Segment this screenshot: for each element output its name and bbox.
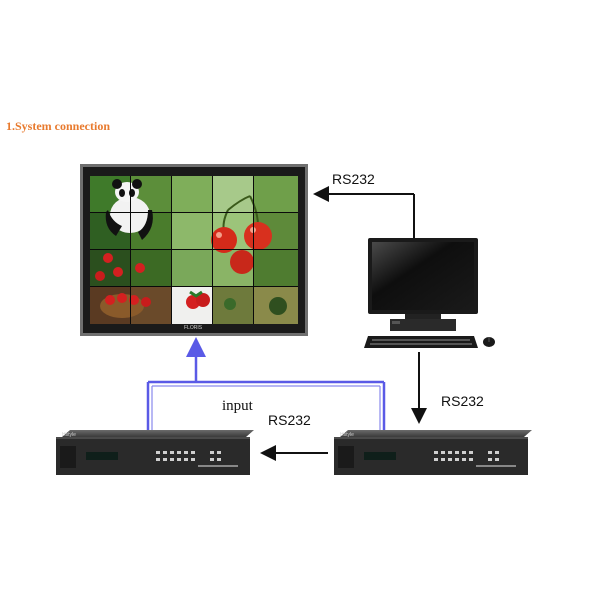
mouse-icon	[483, 337, 495, 347]
rs232-label-right: RS232	[441, 393, 484, 409]
input-cable	[146, 337, 386, 430]
device-brand-right: Hstyle	[340, 432, 354, 438]
strawberries-image	[95, 253, 287, 318]
keyboard-icon	[364, 336, 478, 348]
input-label: input	[222, 398, 253, 414]
monitor-caption: FLORIS	[184, 325, 203, 331]
pc-monitor-icon	[368, 238, 478, 331]
video-wall-grid	[90, 176, 298, 324]
matrix-switcher-left	[56, 430, 254, 475]
video-wall-monitor	[80, 164, 308, 336]
rs232-arrow-pc-to-monitor	[313, 186, 415, 238]
cherries-image	[211, 195, 272, 274]
matrix-switcher-right	[334, 430, 532, 475]
rs232-label-middle: RS232	[268, 412, 311, 428]
device-brand-left: Hstyle	[62, 432, 76, 438]
input-cable-inner	[151, 385, 381, 430]
section-title: 1.System connection	[6, 119, 110, 133]
panda-image	[105, 179, 153, 240]
rs232-label-top: RS232	[332, 171, 375, 187]
